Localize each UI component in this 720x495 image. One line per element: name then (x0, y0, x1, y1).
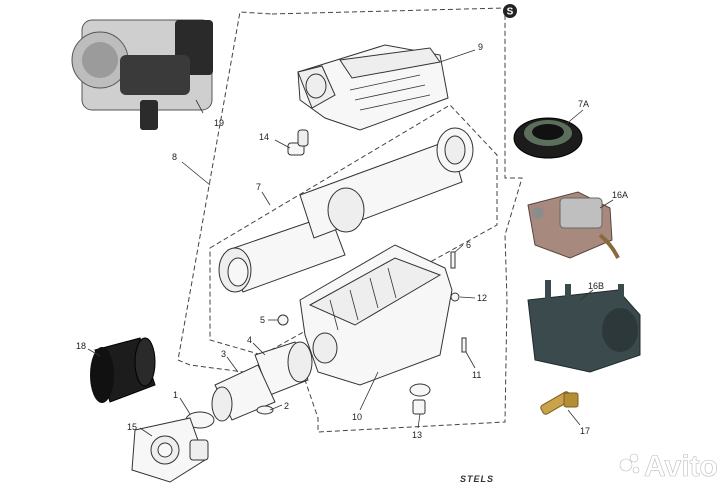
label-7: 7 (256, 182, 261, 192)
intake-flange-photo-7a (513, 117, 583, 159)
label-16b: 16B (588, 281, 604, 291)
filter-subassembly-boundary (209, 104, 498, 356)
part-5-grommet (277, 314, 289, 326)
part-labels: 19 8 7 9 14 7A 16A 16B 6 12 5 11 10 13 4… (76, 42, 628, 440)
label-4: 4 (247, 335, 252, 345)
label-6: 6 (466, 240, 471, 250)
assembly-boundary (177, 7, 523, 433)
intake-hoses (185, 341, 313, 429)
air-box-lid (297, 44, 449, 131)
fasteners (277, 251, 467, 353)
label-12: 12 (477, 293, 487, 303)
brand-mark: STELS (460, 474, 494, 484)
throttle-body-photo (71, 19, 213, 130)
air-filter-element (218, 127, 474, 293)
part-12-washer (450, 292, 460, 302)
breather-fitting (287, 129, 309, 156)
air-box-body (299, 244, 453, 386)
label-5: 5 (260, 315, 265, 325)
label-9: 9 (478, 42, 483, 52)
leader-lines (87, 49, 614, 437)
label-8: 8 (172, 152, 177, 162)
label-3: 3 (221, 349, 226, 359)
watermark: Avito (619, 450, 718, 483)
intake-manifold-photo-16b (527, 280, 641, 373)
corner-mark: S (503, 4, 517, 18)
label-7a: 7A (578, 99, 589, 109)
carburetor (131, 417, 209, 483)
watermark-text: Avito (644, 450, 718, 483)
label-14: 14 (259, 132, 269, 142)
part-6-screw (450, 251, 456, 269)
part-11-screw (461, 337, 467, 353)
label-15: 15 (127, 422, 137, 432)
label-18: 18 (76, 341, 86, 351)
label-1: 1 (173, 390, 178, 400)
label-19: 19 (214, 118, 224, 128)
drain-clamp (409, 383, 431, 415)
label-13: 13 (412, 430, 422, 440)
brass-fitting-photo-17 (540, 391, 579, 415)
label-16a: 16A (612, 190, 628, 200)
rubber-boot-photo-18 (90, 337, 156, 403)
label-2: 2 (284, 401, 289, 411)
corner-mark-text: S (507, 7, 514, 18)
label-10: 10 (352, 412, 362, 422)
label-11: 11 (472, 370, 481, 380)
label-17: 17 (580, 426, 590, 436)
fuel-pump-photo-16a (527, 191, 620, 259)
